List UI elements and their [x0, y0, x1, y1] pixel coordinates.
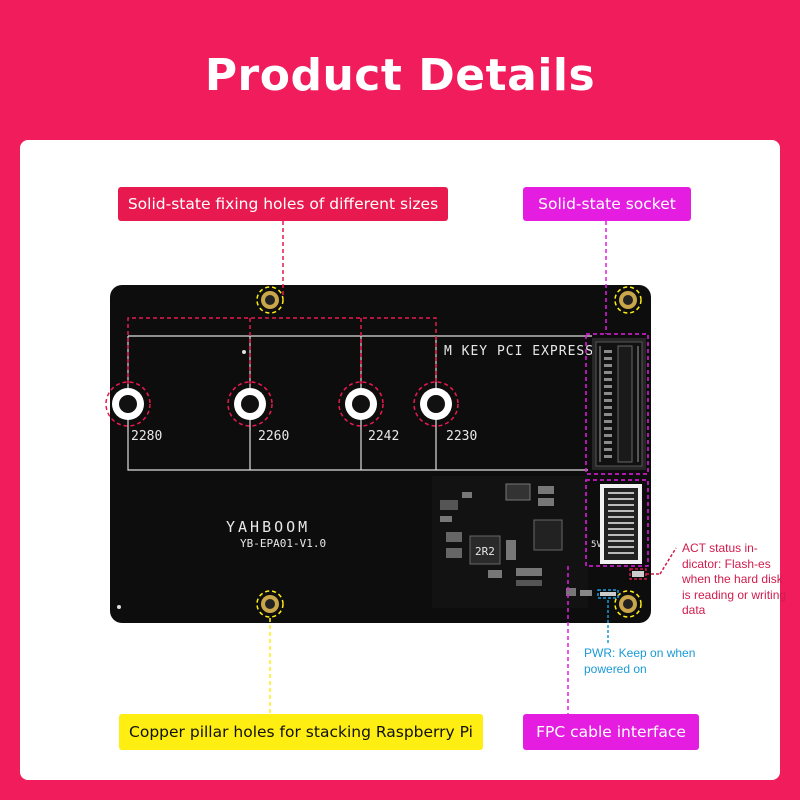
model-label: YB-EPA01-V1.0	[240, 537, 326, 550]
fpc-callout: FPC cable interface	[523, 714, 699, 750]
fixing-holes	[112, 388, 452, 420]
size-label-2242: 2242	[368, 429, 399, 444]
component-area: 2R2	[432, 476, 592, 608]
m2-socket	[592, 338, 646, 470]
size-label-2230: 2230	[446, 429, 477, 444]
size-label-2280: 2280	[131, 429, 162, 444]
socket-callout: Solid-state socket	[523, 187, 691, 221]
copper-pillar-callout: Copper pillar holes for stacking Raspber…	[119, 714, 483, 750]
fpc-connector	[600, 484, 642, 564]
page-title: Product Details	[204, 50, 596, 101]
copper-pillar-holes	[261, 291, 637, 613]
act-led	[632, 571, 644, 577]
size-label-2260: 2260	[258, 429, 289, 444]
board-label: M KEY PCI EXPRESS	[444, 344, 594, 359]
fixing-holes-callout: Solid-state fixing holes of different si…	[118, 187, 448, 221]
inductor-label: 2R2	[475, 545, 495, 558]
act-indicator-note: ACT status in-dicator: Flash-es when the…	[682, 541, 787, 617]
brand-logo-text: YAHBOOM	[226, 518, 310, 536]
fixing-leader-lines	[127, 221, 437, 384]
pwr-led	[600, 592, 616, 596]
pwr-led-marker	[597, 589, 619, 599]
fpc-voltage-label: 5V	[591, 540, 602, 550]
pwr-indicator-note: PWR: Keep on when powered on	[584, 646, 696, 676]
